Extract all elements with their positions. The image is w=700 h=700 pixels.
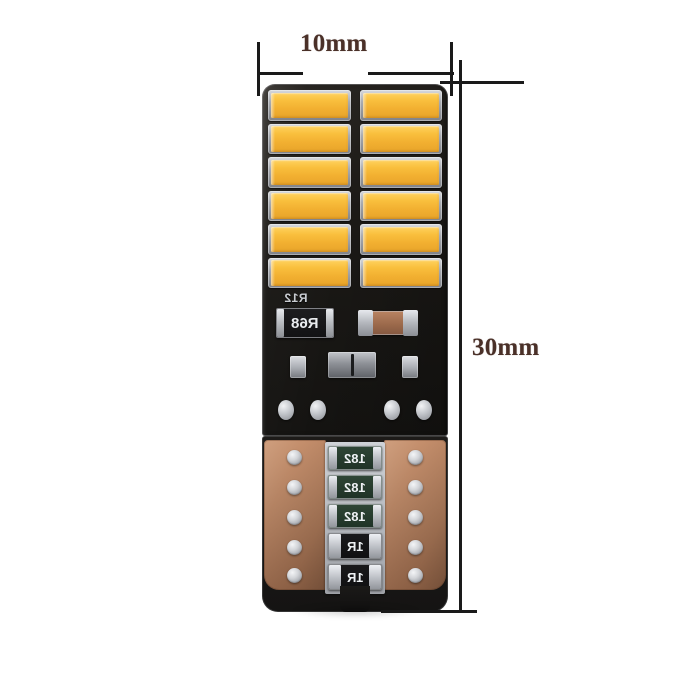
pcb-upper-body: R12 R68 — [262, 84, 448, 436]
resistor-r68: R68 — [276, 308, 334, 338]
led-chip — [359, 224, 442, 255]
height-extension-tick-bottom — [381, 610, 477, 613]
led-chip — [268, 123, 351, 154]
led-chip-array — [268, 90, 442, 288]
height-dimension-line — [459, 60, 462, 613]
solder-pad — [416, 400, 432, 420]
width-dimension-arm-right — [368, 72, 454, 75]
via-hole — [408, 540, 423, 555]
via-hole — [408, 510, 423, 525]
led-chip — [268, 224, 351, 255]
height-dimension-label: 30mm — [472, 334, 540, 361]
via-hole — [287, 568, 302, 583]
base-component-strip: 182 182 182 1R 1R — [325, 442, 385, 594]
copper-contact-left — [264, 440, 326, 590]
height-extension-tick-top — [440, 81, 524, 84]
via-hole — [287, 510, 302, 525]
via-hole — [287, 540, 302, 555]
led-chip — [268, 190, 351, 221]
led-chip — [268, 90, 351, 121]
smd-component — [290, 356, 306, 378]
smd-component — [402, 356, 418, 378]
pcb-circuit-zone: R12 R68 — [262, 290, 448, 436]
via-hole — [408, 450, 423, 465]
width-dimension-arm-left — [257, 72, 303, 75]
copper-contact-right — [384, 440, 446, 590]
solder-pad — [310, 400, 326, 420]
solder-pad — [278, 400, 294, 420]
contact-shadow — [292, 604, 420, 618]
resistor-182: 182 — [328, 475, 382, 499]
center-ic-component — [328, 352, 376, 378]
width-extension-line-right — [450, 42, 453, 96]
led-chip — [359, 90, 442, 121]
via-hole — [287, 450, 302, 465]
resistor-182: 182 — [328, 504, 382, 528]
base-center-notch — [340, 586, 370, 612]
component-1r: 1R — [328, 533, 382, 559]
led-chip — [359, 190, 442, 221]
width-dimension-label: 10mm — [300, 30, 368, 57]
led-chip — [268, 257, 351, 288]
led-chip — [359, 123, 442, 154]
led-chip — [359, 257, 442, 288]
component-1r: 1R — [328, 564, 382, 590]
resistor-182: 182 — [328, 446, 382, 470]
jumper-component — [358, 310, 418, 336]
led-chip — [359, 157, 442, 188]
via-hole — [408, 568, 423, 583]
bulb-base: 182 182 182 1R 1R — [262, 436, 448, 612]
via-hole — [408, 480, 423, 495]
led-chip — [268, 157, 351, 188]
led-bulb-product-image: R12 R68 — [262, 84, 448, 612]
width-extension-line-left — [257, 42, 260, 96]
via-hole — [287, 480, 302, 495]
silkscreen-label-r12: R12 — [284, 291, 308, 305]
solder-pad — [384, 400, 400, 420]
